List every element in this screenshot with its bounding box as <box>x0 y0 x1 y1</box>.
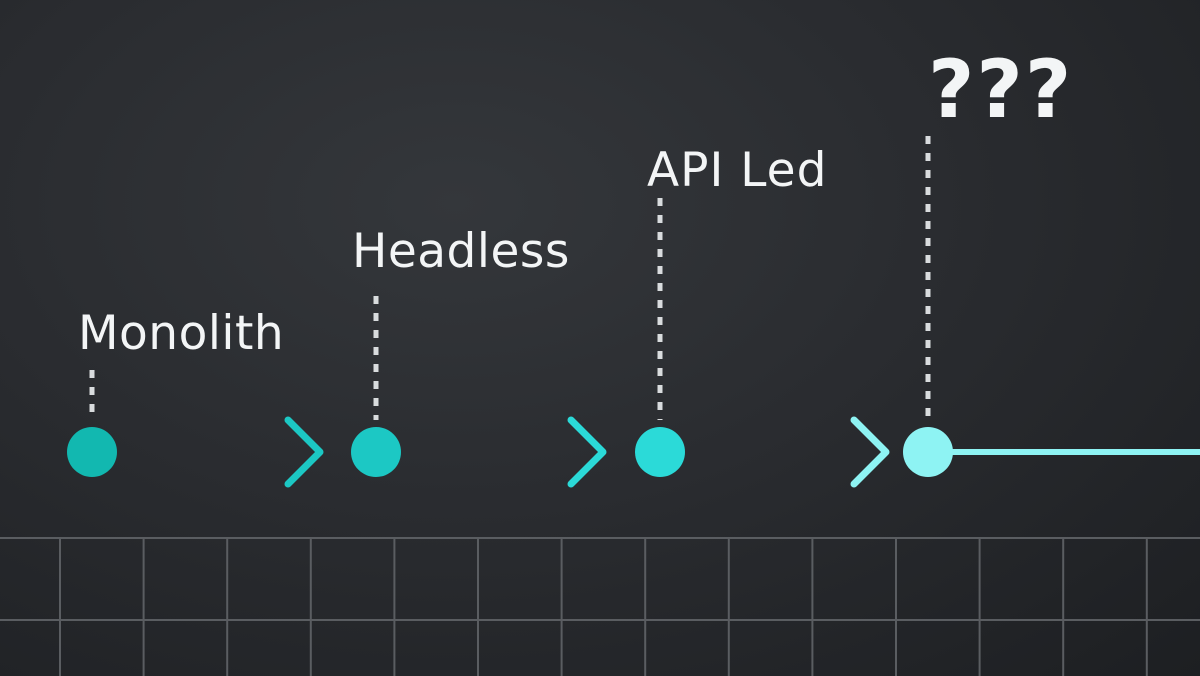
stage-label-monolith: Monolith <box>78 306 285 361</box>
dotted-guide-lines <box>89 136 931 420</box>
arrow-right-icon <box>284 416 324 488</box>
floor-grid <box>0 537 1200 676</box>
stage-label-headless: Headless <box>352 224 570 279</box>
timeline-node <box>67 427 117 477</box>
arrow-right-icon <box>567 416 607 488</box>
timeline-connectors <box>92 416 1200 488</box>
stage-label-api-led: API Led <box>647 143 828 198</box>
timeline-node <box>635 427 685 477</box>
timeline-node <box>351 427 401 477</box>
timeline-node <box>903 427 953 477</box>
arrow-right-icon <box>850 416 890 488</box>
stage-label-unknown: ??? <box>928 43 1074 136</box>
timeline-nodes <box>67 427 953 477</box>
